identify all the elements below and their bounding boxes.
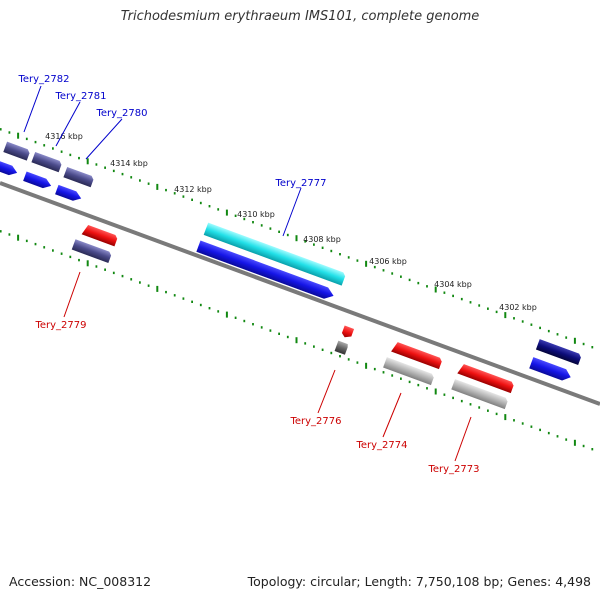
scale-labels: 4316 kbp 4314 kbp 4312 kbp 4310 kbp 4308 kbp… bbox=[45, 132, 537, 312]
gene-feature-tery-2777[interactable] bbox=[203, 222, 346, 286]
gene-feature-tery-2779-region[interactable] bbox=[71, 239, 112, 264]
label-leaders bbox=[23, 85, 472, 462]
scale-ticks-lower bbox=[0, 230, 594, 451]
genome-backbone bbox=[0, 181, 600, 406]
gene-feature-tery-2779[interactable] bbox=[81, 224, 119, 247]
accession-text: Accession: NC_008312 bbox=[9, 574, 152, 589]
gene-feature-right-region[interactable] bbox=[535, 339, 582, 366]
gene-label-tery-2776[interactable]: Tery_2776 bbox=[289, 416, 341, 427]
scale-label: 4304 kbp bbox=[434, 280, 472, 289]
gene-label-tery-2779[interactable]: Tery_2779 bbox=[34, 320, 86, 331]
gene-feature-tery-2774[interactable] bbox=[391, 341, 443, 370]
gene-feature-tery-2780[interactable] bbox=[63, 166, 94, 188]
gene-label-tery-2782[interactable]: Tery_2782 bbox=[17, 74, 69, 85]
gene-feature-tery-2781-cds[interactable] bbox=[23, 171, 53, 190]
scale-label: 4306 kbp bbox=[369, 257, 407, 266]
gene-features bbox=[0, 141, 582, 410]
scale-label: 4316 kbp bbox=[45, 132, 83, 141]
scale-ticks-upper bbox=[0, 128, 594, 349]
gene-feature-tery-2773-region[interactable] bbox=[451, 379, 508, 410]
gene-feature-tery-2782-cds[interactable] bbox=[0, 158, 19, 177]
gene-feature-tery-2774-region[interactable] bbox=[383, 357, 435, 386]
scale-label: 4314 kbp bbox=[110, 159, 148, 168]
gene-feature-tery-2780-cds[interactable] bbox=[55, 184, 83, 203]
gene-label-tery-2777[interactable]: Tery_2777 bbox=[274, 178, 326, 189]
scale-label: 4308 kbp bbox=[303, 235, 341, 244]
gene-feature-tery-2773[interactable] bbox=[457, 363, 514, 394]
gene-feature-right-cds[interactable] bbox=[529, 357, 573, 383]
gene-labels: Tery_2782 Tery_2781 Tery_2780 Tery_2777 … bbox=[17, 74, 479, 475]
figure-title: Trichodesmium erythraeum IMS101, complet… bbox=[120, 9, 480, 24]
gene-label-tery-2781[interactable]: Tery_2781 bbox=[54, 91, 106, 102]
gene-label-tery-2773[interactable]: Tery_2773 bbox=[427, 464, 479, 475]
gene-feature-tery-2776[interactable] bbox=[341, 325, 355, 340]
gene-label-tery-2774[interactable]: Tery_2774 bbox=[355, 440, 407, 451]
scale-label: 4310 kbp bbox=[237, 210, 275, 219]
gene-feature-tery-2781[interactable] bbox=[31, 151, 62, 173]
gene-feature-tery-2782[interactable] bbox=[3, 141, 30, 161]
scale-label: 4302 kbp bbox=[499, 303, 537, 312]
scale-label: 4312 kbp bbox=[174, 185, 212, 194]
genome-summary-text: Topology: circular; Length: 7,750,108 bp… bbox=[247, 574, 591, 589]
gene-feature-tery-2776-region[interactable] bbox=[334, 340, 349, 355]
gene-feature-tery-2777-cds[interactable] bbox=[196, 240, 335, 302]
gene-label-tery-2780[interactable]: Tery_2780 bbox=[95, 108, 147, 119]
